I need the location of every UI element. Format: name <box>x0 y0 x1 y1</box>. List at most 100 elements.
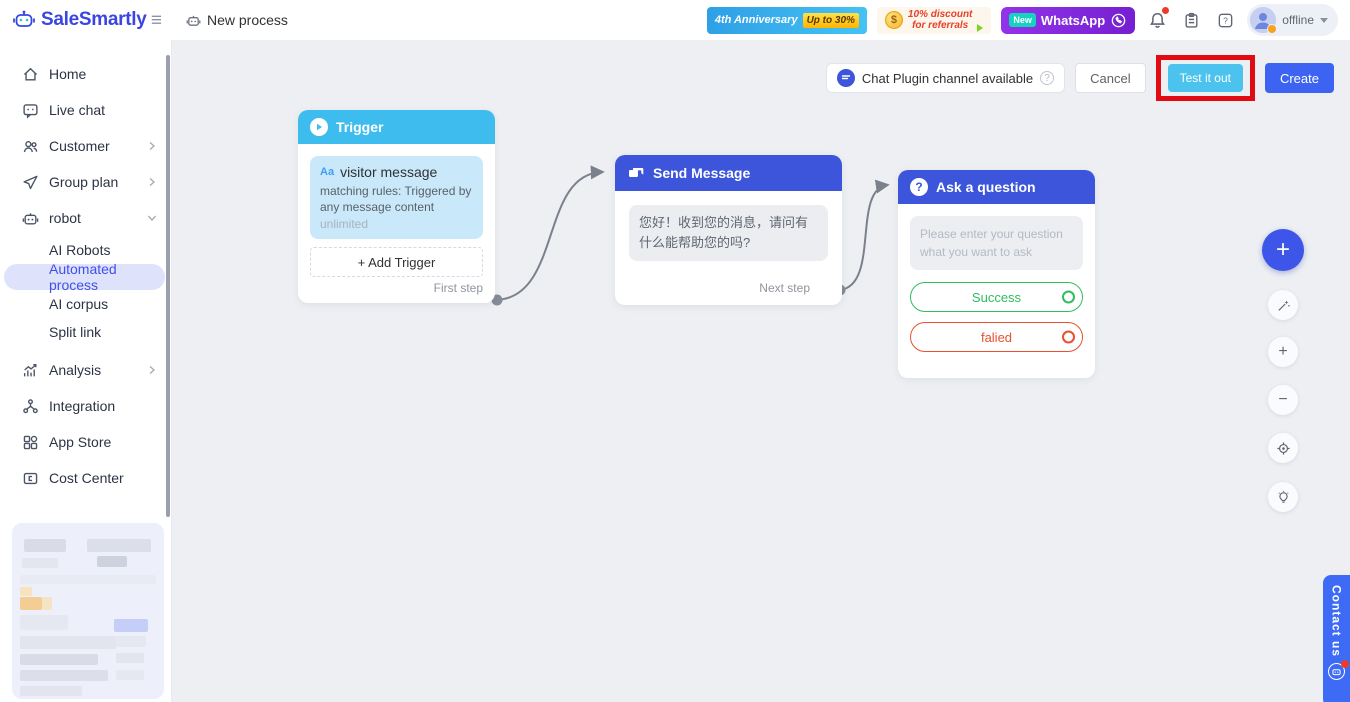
chevron-right-icon <box>147 177 157 187</box>
test-it-out-button[interactable]: Test it out <box>1167 64 1243 92</box>
anniversary-banner-badge: Up to 30% <box>802 12 859 28</box>
sidebar-item-group-plan[interactable]: Group plan <box>0 164 171 200</box>
sidebar-item-split-link[interactable]: Split link <box>49 324 102 340</box>
send-message-node-header[interactable]: Send Message <box>615 155 842 191</box>
play-icon <box>310 118 328 136</box>
chevron-right-icon <box>147 365 157 375</box>
locate-button[interactable] <box>1268 433 1298 463</box>
help-icon[interactable]: ? <box>1213 8 1237 32</box>
notification-badge <box>1161 6 1171 15</box>
topbar-right: 4th Anniversary Up to 30% $ 10% discount… <box>706 4 1350 36</box>
sidebar-item-home[interactable]: Home <box>0 56 171 92</box>
send-message-node[interactable]: Send Message 您好！收到您的消息，请问有什么能帮助您的吗? Next… <box>615 155 842 305</box>
zoom-in-button[interactable]: + <box>1268 337 1298 367</box>
success-branch[interactable]: Success <box>910 282 1083 312</box>
sidebar-item-cost-center[interactable]: Cost Center <box>0 460 171 496</box>
status-label: offline <box>1282 13 1314 27</box>
action-bar: Chat Plugin channel available ? Cancel T… <box>825 55 1334 101</box>
analytics-icon <box>22 362 39 379</box>
trigger-node[interactable]: Trigger Aa visitor message matching rule… <box>298 110 495 303</box>
trigger-name: visitor message <box>340 164 438 180</box>
referral-discount-banner[interactable]: $ 10% discount for referrals <box>876 6 992 34</box>
sidebar-item-integration[interactable]: Integration <box>0 388 171 424</box>
question-icon: ? <box>910 178 928 196</box>
svg-text:?: ? <box>1223 15 1228 25</box>
process-robot-icon <box>186 13 201 28</box>
contact-notification-dot <box>1341 660 1349 669</box>
contact-robot-icon <box>1328 660 1349 681</box>
avatar <box>1250 7 1278 34</box>
help-circle-icon: ? <box>1040 71 1055 85</box>
notification-bell-icon[interactable] <box>1145 6 1171 32</box>
success-connector-dot[interactable] <box>1062 290 1075 304</box>
contact-us-tab[interactable]: Contact us <box>1323 575 1350 702</box>
sidebar: Home Live chat Customer Group plan robot… <box>0 40 172 702</box>
chevron-down-icon <box>1320 17 1328 23</box>
chevron-right-icon <box>147 141 157 151</box>
cost-center-icon <box>22 470 39 487</box>
green-arrow-icon <box>977 23 984 32</box>
sidebar-item-customer[interactable]: Customer <box>0 128 171 164</box>
chat-icon <box>22 102 39 119</box>
create-button[interactable]: Create <box>1264 63 1334 93</box>
contact-us-label: Contact us <box>1329 585 1344 658</box>
message-content[interactable]: 您好！收到您的消息，请问有什么能帮助您的吗? <box>629 205 828 262</box>
trigger-rule-item[interactable]: Aa visitor message matching rules: Trigg… <box>310 156 483 240</box>
sidebar-item-analysis[interactable]: Analysis <box>0 352 171 388</box>
chat-plugin-icon <box>836 69 855 87</box>
sidebar-scrollbar[interactable] <box>166 55 170 517</box>
whatsapp-banner[interactable]: New WhatsApp <box>1001 6 1136 34</box>
user-menu[interactable]: offline <box>1247 4 1338 36</box>
send-plane-icon <box>22 174 39 191</box>
trigger-node-header[interactable]: Trigger <box>298 110 495 144</box>
brand-name: SaleSmartly <box>41 9 147 30</box>
sidebar-collapse-icon[interactable]: ≡ <box>150 9 162 31</box>
blurred-widget <box>12 523 164 699</box>
clipboard-icon[interactable] <box>1179 8 1203 32</box>
anniversary-banner-title: 4th Anniversary <box>714 14 798 26</box>
whatsapp-banner-label: WhatsApp <box>1040 12 1106 28</box>
failed-connector-dot[interactable] <box>1062 330 1075 344</box>
home-icon <box>22 66 39 83</box>
message-icon <box>627 164 645 182</box>
referral-banner-text: 10% discount for referrals <box>907 8 973 32</box>
channel-availability-pill[interactable]: Chat Plugin channel available ? <box>825 63 1066 93</box>
ask-question-node[interactable]: ? Ask a question Please enter your quest… <box>898 170 1095 378</box>
sidebar-item-ai-corpus[interactable]: AI corpus <box>49 296 109 312</box>
flow-canvas[interactable]: Chat Plugin channel available ? Cancel T… <box>172 40 1350 702</box>
robot-icon <box>22 210 39 227</box>
trigger-limit-text: unlimited <box>320 217 369 232</box>
people-icon <box>22 138 39 155</box>
trigger-rule-text: matching rules: Triggered by any message… <box>320 184 472 215</box>
sidebar-item-ai-robots[interactable]: AI Robots <box>49 242 111 258</box>
sidebar-item-live-chat[interactable]: Live chat <box>0 92 171 128</box>
add-node-button[interactable]: + <box>1262 229 1304 271</box>
channel-availability-text: Chat Plugin channel available <box>861 70 1034 86</box>
tips-bulb-button[interactable] <box>1268 482 1298 512</box>
sidebar-item-automated-process[interactable]: Automated process <box>4 261 165 293</box>
salesmartly-robot-logo-icon <box>12 8 36 32</box>
highlight-red-box: Test it out <box>1155 55 1255 101</box>
logo-area: SaleSmartly ≡ <box>0 8 172 32</box>
zoom-out-button[interactable]: − <box>1268 385 1298 415</box>
cancel-button[interactable]: Cancel <box>1075 63 1146 93</box>
page-title: New process <box>207 12 288 28</box>
next-step-label: Next step <box>759 281 810 295</box>
text-type-icon: Aa <box>320 166 335 178</box>
failed-branch[interactable]: falied <box>910 322 1083 352</box>
ask-question-node-header[interactable]: ? Ask a question <box>898 170 1095 204</box>
status-dot <box>1267 24 1278 34</box>
add-trigger-button[interactable]: + Add Trigger <box>310 247 483 278</box>
new-badge: New <box>1009 13 1036 27</box>
question-placeholder[interactable]: Please enter your question what you want… <box>910 216 1083 270</box>
magic-wand-button[interactable] <box>1268 290 1298 320</box>
whatsapp-icon <box>1110 12 1127 29</box>
first-step-label: First step <box>433 281 483 295</box>
integration-icon <box>22 398 39 415</box>
sidebar-item-robot[interactable]: robot <box>0 200 171 236</box>
grid-icon <box>22 434 39 451</box>
top-bar: SaleSmartly ≡ New process 4th Anniversar… <box>0 0 1350 40</box>
anniversary-banner[interactable]: 4th Anniversary Up to 30% <box>706 6 867 34</box>
page-title-area: New process <box>186 12 288 28</box>
sidebar-item-app-store[interactable]: App Store <box>0 424 171 460</box>
